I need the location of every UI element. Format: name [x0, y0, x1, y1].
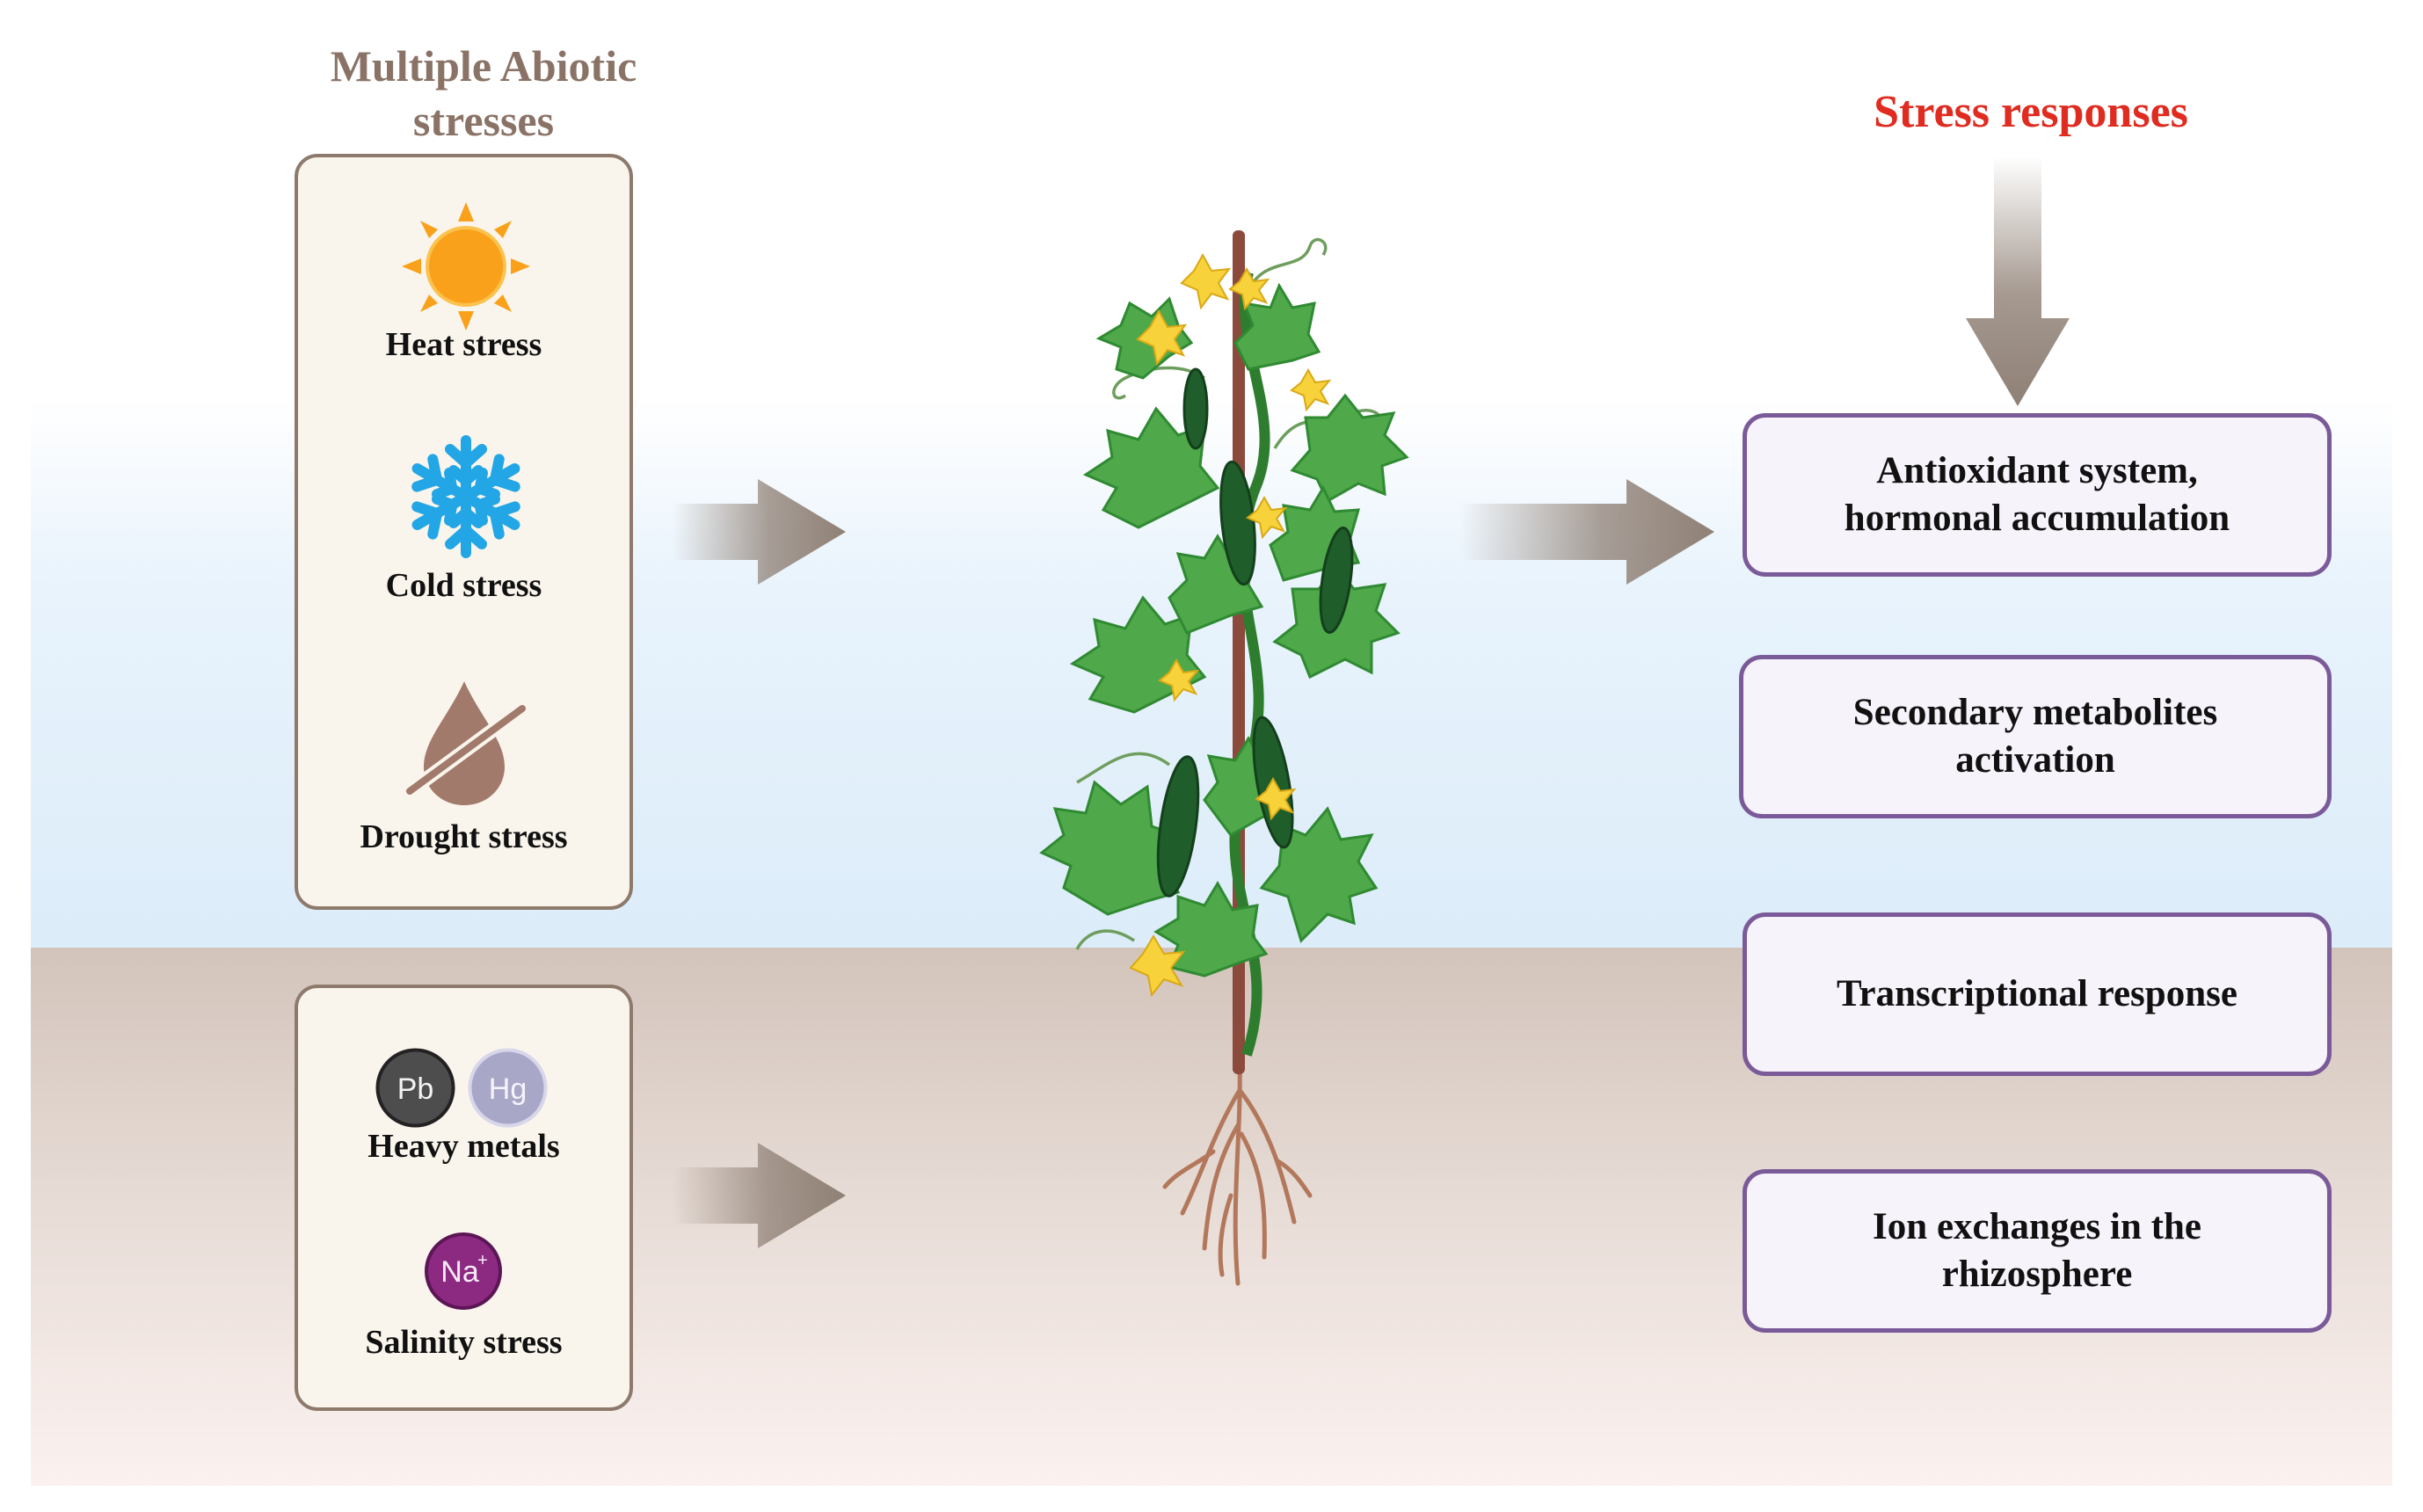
hg-element-chip: Hg — [468, 1048, 548, 1128]
heavy-metals-label: Heavy metals — [367, 1128, 560, 1165]
response-box-transcriptional: Transcriptional response — [1743, 912, 2332, 1076]
hg-chip-text: Hg — [489, 1072, 527, 1106]
response-box-antioxidant: Antioxidant system, hormonal accumulation — [1743, 413, 2332, 577]
roots — [1162, 1061, 1313, 1286]
leaves — [1039, 282, 1409, 978]
response-text-line: rhizosphere — [1941, 1254, 2133, 1295]
cold-stress-label: Cold stress — [385, 567, 542, 604]
flowers — [1129, 252, 1332, 998]
cucumber-plant-icon — [1039, 230, 1409, 1286]
response-text-line: Secondary metabolites — [1852, 692, 2218, 733]
snowflake-icon — [411, 435, 520, 558]
response-text-line: hormonal accumulation — [1844, 498, 2230, 539]
pb-chip-text: Pb — [397, 1072, 434, 1106]
heat-stress-label: Heat stress — [385, 326, 542, 363]
response-text-line: Ion exchanges in the — [1873, 1206, 2201, 1247]
response-box-ion-exchange: Ion exchanges in the rhizosphere — [1743, 1169, 2332, 1333]
pb-element-chip: Pb — [375, 1048, 455, 1128]
cucumbers — [1156, 367, 1354, 898]
response-box-secondary-metabolites: Secondary metabolites activation — [1739, 655, 2332, 818]
responses-title: Stress responses — [1874, 87, 2188, 137]
stress-panel-title: Multiple Abiotic stresses — [330, 41, 637, 145]
response-text-line: activation — [1955, 739, 2115, 781]
na-ion-chip: Na + — [425, 1232, 502, 1310]
salinity-stress-label: Salinity stress — [365, 1324, 563, 1361]
response-text-line: Antioxidant system, — [1876, 450, 2198, 491]
below-ground-stress-panel — [295, 985, 633, 1411]
na-chip-text: Na — [440, 1255, 479, 1289]
sun-icon — [402, 202, 530, 331]
no-water-drop-icon — [403, 681, 529, 805]
na-chip-superscript: + — [477, 1251, 488, 1270]
drought-stress-label: Drought stress — [360, 818, 568, 855]
response-text-line: Transcriptional response — [1837, 973, 2237, 1014]
